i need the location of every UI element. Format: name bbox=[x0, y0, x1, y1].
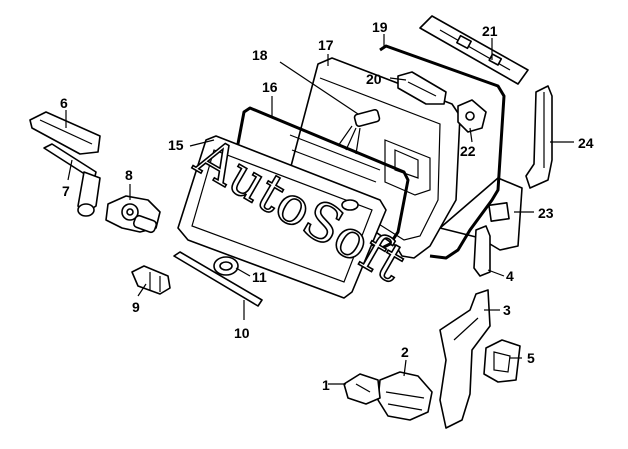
callout-1: 1 bbox=[322, 377, 330, 393]
part-6-wiper-cover bbox=[29, 111, 101, 155]
callout-5: 5 bbox=[527, 350, 535, 366]
part-9-bracket bbox=[131, 265, 171, 295]
part-19-door-seal bbox=[379, 44, 506, 260]
callout-10: 10 bbox=[234, 325, 250, 341]
part-11-grommet bbox=[213, 256, 239, 276]
callout-labels: 1 2 3 4 5 6 7 8 9 10 11 15 16 17 18 19 2… bbox=[60, 19, 594, 393]
callout-9: 9 bbox=[132, 299, 140, 315]
callout-6: 6 bbox=[60, 95, 68, 111]
part-24-side-trim bbox=[525, 85, 553, 189]
part-7-wiper-arm bbox=[43, 143, 101, 217]
callout-2: 2 bbox=[401, 344, 409, 360]
callout-22: 22 bbox=[460, 143, 476, 159]
part-5-connector bbox=[483, 339, 521, 383]
part-22-lock bbox=[457, 99, 487, 133]
callout-23: 23 bbox=[538, 205, 554, 221]
part-2-tail-lamp bbox=[377, 371, 433, 421]
callout-24: 24 bbox=[578, 135, 594, 151]
part-17-tailgate-door bbox=[289, 57, 461, 259]
callout-4: 4 bbox=[506, 268, 514, 284]
callout-8: 8 bbox=[125, 167, 133, 183]
part-4-side-bracket bbox=[473, 225, 491, 277]
callout-19: 19 bbox=[372, 19, 388, 35]
callout-7: 7 bbox=[62, 183, 70, 199]
callout-21: 21 bbox=[482, 23, 498, 39]
part-15-window-glass bbox=[177, 135, 387, 299]
part-3-pillar-trim bbox=[439, 289, 491, 429]
callout-15: 15 bbox=[168, 137, 184, 153]
leader-lines bbox=[65, 34, 574, 385]
part-21-top-bracket bbox=[419, 15, 529, 85]
part-18-washer-nozzle bbox=[337, 108, 381, 155]
callout-11: 11 bbox=[252, 269, 267, 285]
callout-16: 16 bbox=[262, 79, 278, 95]
part-10-trim-strip bbox=[173, 251, 263, 307]
callout-3: 3 bbox=[503, 302, 511, 318]
callout-20: 20 bbox=[366, 71, 382, 87]
part-8-wiper-motor bbox=[105, 195, 161, 234]
callout-18: 18 bbox=[252, 47, 268, 63]
part-20-door-handle bbox=[397, 71, 447, 105]
callout-17: 17 bbox=[318, 37, 334, 53]
part-1-lamp-lens bbox=[343, 373, 381, 405]
